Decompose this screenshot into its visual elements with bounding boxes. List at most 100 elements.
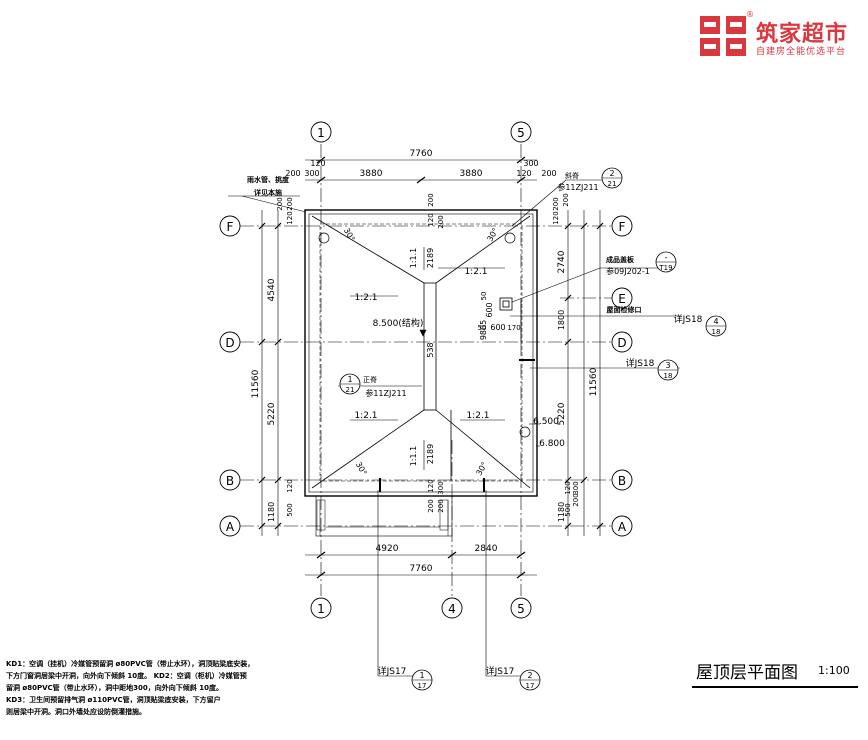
dim-right-mid: 1800 [557, 310, 566, 330]
axis-bubble-right-A: A [611, 515, 633, 537]
svg-text:18: 18 [664, 372, 673, 380]
roof-ridges [311, 215, 531, 489]
svg-text:D: D [225, 336, 234, 350]
js18-ref-a-label: 详JS18 [674, 313, 703, 325]
roof-outline [304, 209, 538, 537]
dim-inner-5: 600 [490, 323, 505, 332]
svg-text:F: F [619, 220, 626, 234]
ridge-top-ref-circle: 2 21 [601, 167, 623, 189]
svg-text:4: 4 [448, 602, 456, 616]
dim-right-small-bottom-0: 300 [572, 481, 580, 494]
js17-ref-a-label: 详JS17 [378, 665, 407, 677]
slope-arrows [350, 247, 505, 470]
svg-text:T19: T19 [658, 264, 672, 272]
axis-bubble-left-B: B [219, 469, 241, 491]
dim-left-lower: 5220 [267, 402, 277, 425]
detail-lines [318, 232, 535, 492]
svg-text:1: 1 [347, 375, 352, 384]
note-line-1: KD1：空调（挂机）冷媒管预留洞 ø80PVC管（带止水环），洞顶贴梁底安装， [6, 660, 255, 668]
downspout-label-1: 雨水管、挑度 [247, 175, 290, 184]
dim-inner-11: 120 [427, 479, 435, 492]
brand-name: 筑家超市 [756, 22, 849, 47]
dim-inner-0: 2189 [426, 248, 435, 268]
dim-right-lower: 5220 [557, 402, 567, 425]
brand-logo: ® 筑家超市 自建房全能优选平台 [698, 10, 866, 62]
grid-lines [240, 144, 612, 596]
brand-logo-icon [700, 16, 746, 56]
dim-inner-15: 200 [437, 499, 445, 512]
construction-notes: KD1：空调（挂机）冷媒管预留洞 ø80PVC管（带止水环），洞顶贴梁底安装， … [6, 658, 276, 718]
dim-top-total: 7760 [410, 149, 433, 159]
leader-lines [228, 179, 680, 677]
svg-text:1: 1 [317, 126, 325, 140]
registered-mark: ® [746, 10, 754, 19]
dim-right-small-top-1: 120 [552, 211, 560, 224]
svg-text:F: F [227, 220, 234, 234]
angle-label-4: 30° [474, 460, 489, 477]
dim-left-small-top-1: 120 [286, 211, 294, 224]
dim-top-small-left-1: 300 [304, 169, 319, 178]
svg-text:1: 1 [419, 671, 424, 680]
dim-right-small-bottom-3: 500 [564, 503, 572, 516]
dim-right-upper: 2740 [557, 250, 567, 273]
dim-top-small-right-1: 300 [523, 159, 538, 168]
elevation-eave-2: 6.800 [539, 439, 565, 449]
dim-left-small-top-2: 200 [276, 197, 284, 210]
svg-text:5: 5 [517, 602, 525, 616]
dim-inner-6: 50 [478, 324, 487, 332]
dim-inner-12: 200 [427, 499, 435, 512]
dim-left-upper: 4540 [267, 278, 277, 301]
svg-text:5: 5 [517, 126, 525, 140]
hatch-title: 成品盖板 [606, 255, 635, 264]
dim-inner-9: 120 [427, 213, 435, 226]
dim-inner-14: 300 [437, 481, 445, 494]
hatch-code: 参09J202-1 [606, 266, 650, 276]
slope-label-4: 1:2.1 [466, 411, 489, 421]
elevation-eave-1: 6.500 [533, 417, 559, 427]
axis-bubble-right-E: E [611, 287, 633, 309]
svg-text:A: A [226, 520, 235, 534]
note-line-3: 留洞 ø80PVC管（带止水环），洞中距地300，向外向下倾斜 10度。 [6, 684, 223, 692]
ridge-mid-label: 正脊 [363, 375, 377, 384]
js17-ref-b-circle: 2 17 [519, 669, 541, 691]
js18-ref-a-circle: 4 18 [705, 315, 727, 337]
axis-bubble-left-D: D [219, 331, 241, 353]
dimension-lines [258, 156, 604, 579]
dim-inner-7: 170 [507, 324, 520, 332]
svg-text:B: B [226, 474, 234, 488]
dim-top-right-half: 3880 [460, 169, 483, 179]
svg-text:4: 4 [713, 317, 718, 326]
dim-inner-4: 50 [480, 292, 488, 301]
dim-inner-13: 200 [437, 215, 445, 228]
note-line-2: 下方门窗洞居梁中开洞，向外向下倾斜 10度。 KD2：空调（柜机）冷媒管预 [6, 672, 247, 680]
slope-label-2: 1:2.1 [354, 293, 377, 303]
dim-top-small-left-0: 200 [285, 169, 300, 178]
slope-label-5: 1:1.1 [409, 248, 418, 269]
svg-text:A: A [618, 520, 627, 534]
dim-bottom-total: 7760 [410, 564, 433, 574]
ridge-mid-ref-circle: 1 21 [339, 373, 361, 395]
axis-bubble-bottom-1: 1 [310, 597, 332, 619]
js18-ref-b-circle: 3 18 [657, 359, 679, 381]
svg-text:2: 2 [609, 169, 614, 178]
dim-left-small-top-0: 200 [286, 197, 294, 210]
ridge-mid-code: 参11ZJ211 [365, 388, 406, 398]
svg-text:17: 17 [526, 682, 535, 690]
dim-right-small-top-2: 200 [562, 193, 570, 206]
angle-label-3: 30° [354, 460, 369, 477]
dim-top-small-right-2: 200 [541, 169, 556, 178]
dim-left-small-bottom-0: 120 [286, 479, 294, 492]
js18-ref-b-label: 详JS18 [626, 357, 655, 369]
dim-bottom-right: 2840 [475, 544, 498, 554]
downspout-label-2: 详见本施 [254, 188, 282, 197]
dim-left-small-bottom-1: 500 [286, 503, 294, 516]
dim-left-total: 11560 [251, 369, 261, 398]
axis-bubble-bottom-4: 4 [441, 597, 463, 619]
dim-top-small-left-2: 120 [310, 159, 325, 168]
svg-text:17: 17 [418, 682, 427, 690]
svg-text:1: 1 [317, 602, 325, 616]
hatch-ref-circle: - T19 [655, 251, 677, 273]
slope-label-6: 1:1.1 [409, 446, 418, 467]
dim-top-small-right-0: 120 [516, 169, 531, 178]
axis-bubble-bottom-5: 5 [510, 597, 532, 619]
